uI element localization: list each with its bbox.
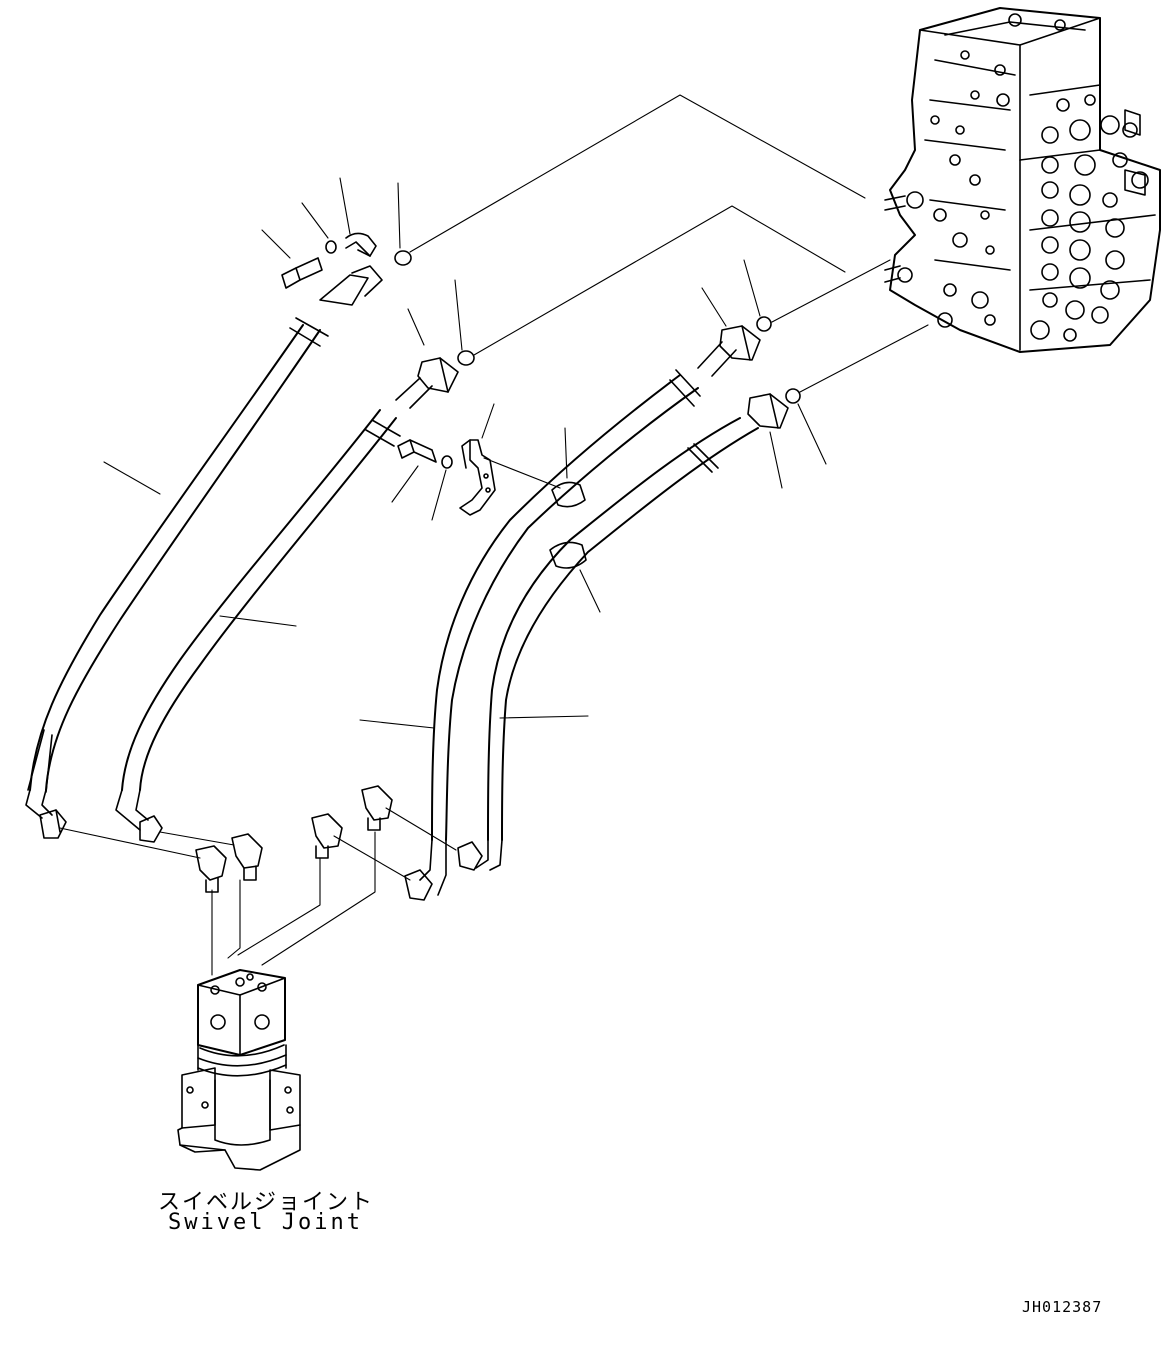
swivel-joint-caption-japanese: スイベルジョイント bbox=[158, 1190, 375, 1215]
drawing-number: JH012387 bbox=[1022, 1298, 1103, 1316]
hose-2 bbox=[116, 378, 432, 830]
washer-bracket bbox=[442, 456, 452, 468]
hose-3-nut bbox=[405, 870, 432, 900]
hose-4 bbox=[476, 418, 758, 870]
flange-half-top bbox=[346, 233, 376, 256]
leader-lines bbox=[60, 95, 928, 975]
swivel-joint bbox=[178, 970, 300, 1170]
hose-1-nut bbox=[40, 810, 66, 838]
elbow-fitting-4 bbox=[362, 786, 392, 830]
bracket bbox=[460, 440, 495, 515]
swivel-joint-caption-english: Swivel Joint bbox=[168, 1210, 363, 1235]
o-ring-2 bbox=[458, 351, 474, 365]
valve-ports bbox=[898, 14, 1148, 341]
hose-3 bbox=[420, 342, 736, 895]
hose-2-nut bbox=[140, 816, 162, 842]
flange-3 bbox=[720, 326, 760, 360]
flange-4 bbox=[748, 394, 788, 428]
bolt-top bbox=[282, 258, 322, 288]
elbow-fitting-1 bbox=[196, 846, 226, 892]
elbow-fitting-3 bbox=[312, 814, 342, 858]
o-ring-4 bbox=[786, 389, 800, 403]
o-ring-3 bbox=[757, 317, 771, 331]
control-valve bbox=[885, 8, 1160, 352]
hose-4-nut bbox=[458, 842, 482, 870]
o-ring-1 bbox=[395, 251, 411, 265]
flange-2 bbox=[418, 358, 458, 392]
hose-3-clamp bbox=[552, 482, 585, 506]
elbow-fitting-2 bbox=[232, 834, 262, 880]
washer-top bbox=[326, 241, 336, 253]
hose-1 bbox=[26, 266, 382, 818]
bolt-bracket bbox=[398, 440, 436, 462]
hose-4-clamp bbox=[550, 542, 586, 568]
